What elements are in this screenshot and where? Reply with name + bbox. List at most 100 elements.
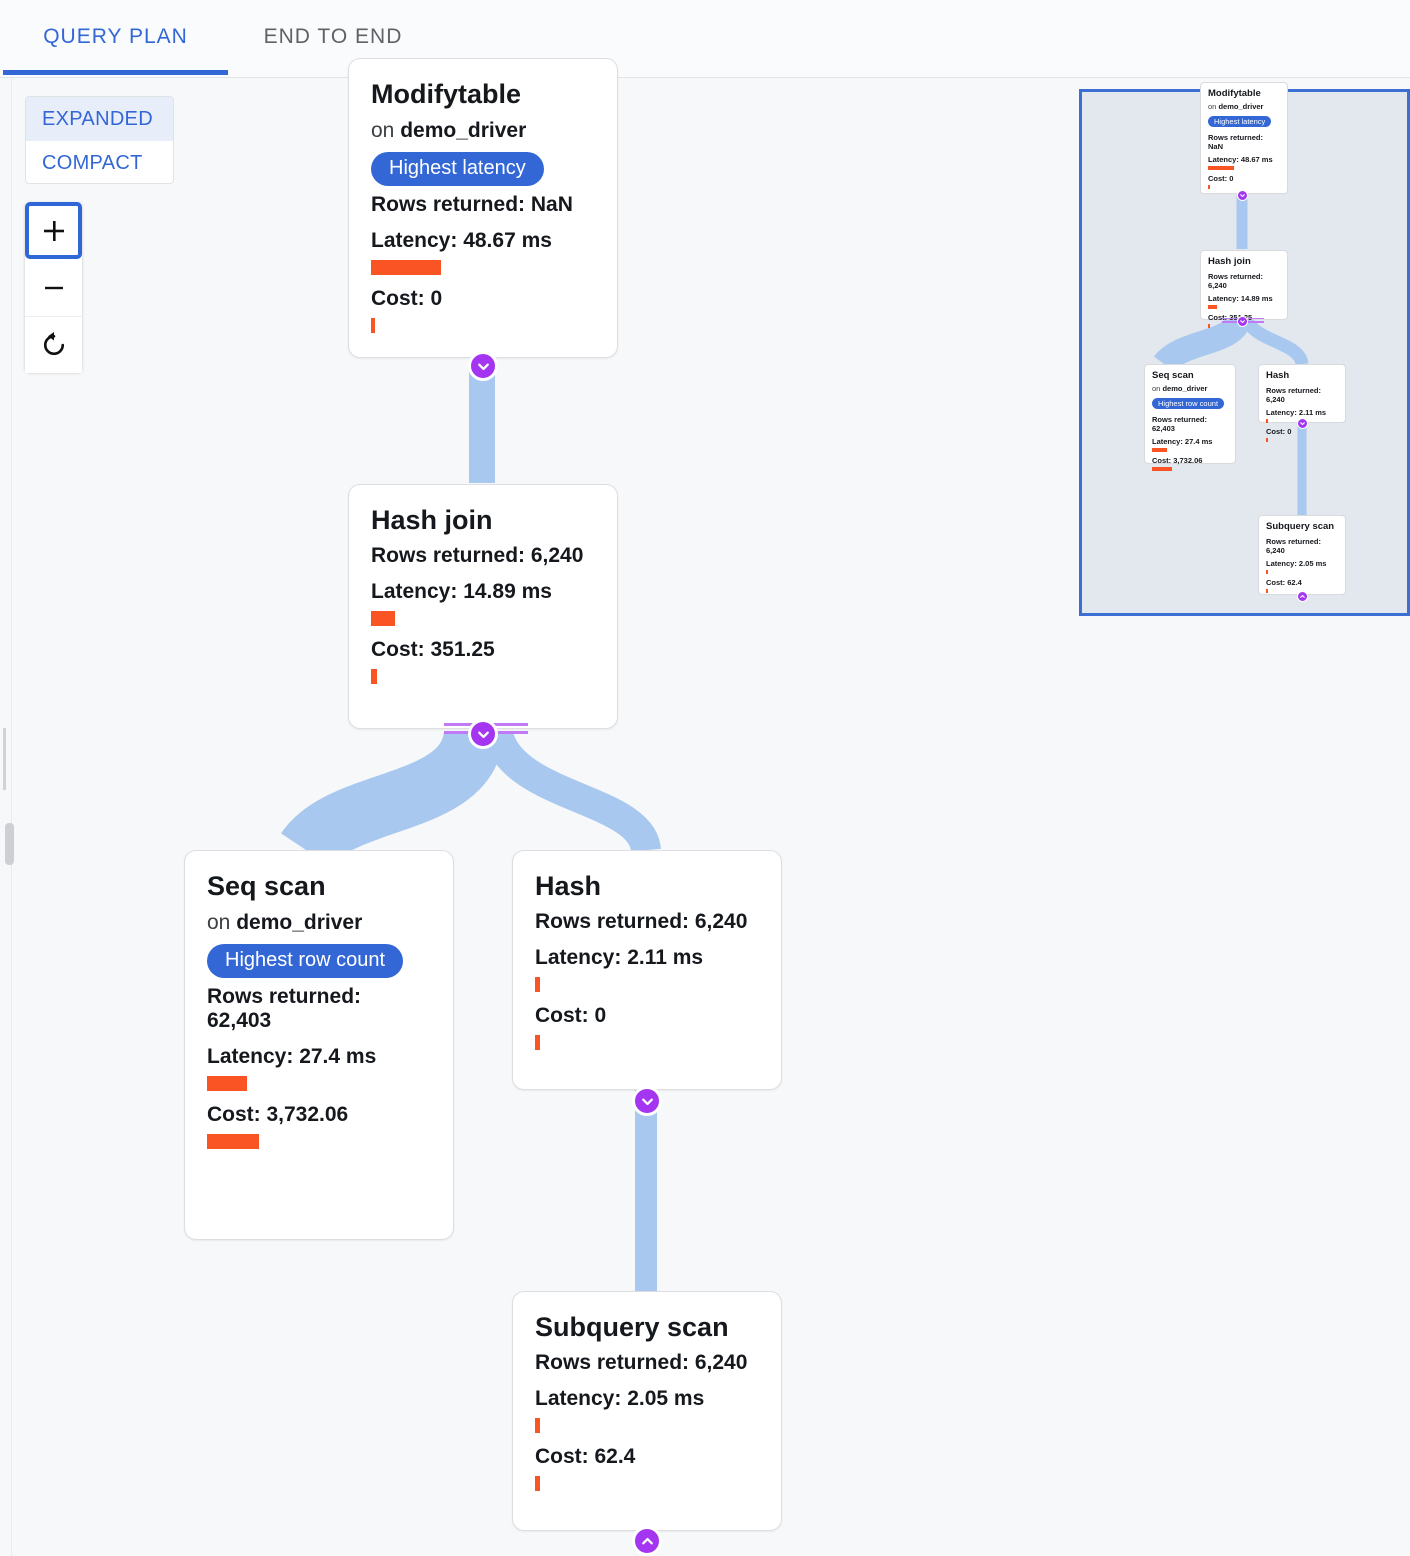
node-title: Seq scan	[1152, 370, 1194, 381]
plan-node-hash-join[interactable]: Hash join Rows returned: 6,240 Latency: …	[348, 484, 618, 729]
node-rows: Rows returned: 6,240	[535, 1350, 748, 1374]
plan-node-subquery-scan[interactable]: Subquery scan Rows returned: 6,240 Laten…	[512, 1291, 782, 1531]
node-title: Hash	[1266, 370, 1290, 381]
node-title: Hash join	[1208, 256, 1251, 267]
node-latency: Latency: 2.05 ms	[535, 1386, 705, 1410]
panel-resize-handle[interactable]	[5, 823, 14, 865]
node-latency: Latency: 14.89 ms	[1208, 293, 1273, 303]
plan-node-seq-scan[interactable]: Seq scan on demo_driver Highest row coun…	[184, 850, 454, 1240]
node-relation: on demo_driver	[1208, 102, 1280, 111]
node-rows: Rows returned: 62,403	[207, 984, 362, 1032]
node-cost: Cost: 0	[1266, 426, 1292, 436]
minimap-collapse-toggle-hash-join[interactable]	[1237, 316, 1248, 327]
zoom-out-button[interactable]	[25, 259, 82, 316]
tab-end-to-end[interactable]: END TO END	[228, 0, 438, 74]
chevron-down-icon	[1240, 194, 1245, 198]
node-cost-bar	[1208, 184, 1210, 189]
minimap-node-seq-scan[interactable]: Seq scan on demo_driver Highest row coun…	[1144, 364, 1236, 471]
node-cost: Cost: 0	[1208, 173, 1234, 183]
chevron-down-icon	[641, 1098, 653, 1105]
node-latency-bar	[371, 610, 395, 626]
node-latency: Latency: 48.67 ms	[1208, 154, 1273, 164]
active-tab-indicator	[3, 70, 228, 75]
node-cost: Cost: 351.25	[371, 637, 495, 661]
node-title: Modifytable	[1208, 88, 1261, 99]
collapse-toggle-hash[interactable]	[632, 1086, 662, 1116]
node-cost: Cost: 3,732.06	[1152, 455, 1203, 465]
minimap-node-hash[interactable]: Hash Rows returned: 6,240 Latency: 2.11 …	[1258, 364, 1346, 442]
node-relation-prefix: on	[1208, 101, 1219, 111]
node-latency-bar	[1266, 418, 1268, 423]
plan-node-hash[interactable]: Hash Rows returned: 6,240 Latency: 2.11 …	[512, 850, 782, 1090]
view-mode-toggle: EXPANDED COMPACT	[25, 96, 174, 184]
tab-end-to-end-label: END TO END	[263, 25, 403, 48]
node-latency: Latency: 27.4 ms	[1152, 436, 1213, 446]
node-cost-bar	[1152, 466, 1172, 471]
edge-hashjoin-hash	[483, 729, 661, 854]
plan-node-modifytable[interactable]: Modifytable on demo_driver Highest laten…	[348, 58, 618, 358]
minimap-collapse-toggle-modifytable[interactable]	[1237, 190, 1248, 201]
node-relation-name: demo_driver	[1218, 101, 1264, 111]
node-rows: Rows returned: 6,240	[535, 909, 748, 933]
node-cost-bar	[535, 1475, 540, 1491]
minimap-node-hash-join[interactable]: Hash join Rows returned: 6,240 Latency: …	[1200, 250, 1288, 328]
node-latency: Latency: 27.4 ms	[207, 1044, 377, 1068]
view-mode-expanded-button[interactable]: EXPANDED	[26, 97, 173, 141]
node-relation-name: demo_driver	[1162, 383, 1208, 393]
reset-icon	[43, 332, 64, 356]
node-latency-bar	[207, 1075, 247, 1091]
graph-edges	[281, 361, 661, 1298]
node-latency-bar	[1152, 447, 1167, 452]
node-latency-bar	[371, 259, 441, 275]
node-relation-prefix: on	[1152, 383, 1163, 393]
minus-icon	[44, 286, 63, 289]
graph-canvas[interactable]: Modifytable on demo_driver Highest laten…	[12, 58, 1410, 1556]
node-latency-bar	[535, 976, 540, 992]
zoom-controls	[25, 202, 82, 373]
node-relation-name: demo_driver	[236, 910, 363, 934]
minimap-collapse-toggle-hash[interactable]	[1297, 418, 1308, 429]
node-relation: on demo_driver	[371, 119, 595, 143]
node-rows: Rows returned: 62,403	[1152, 414, 1208, 433]
collapse-toggle-modifytable[interactable]	[468, 351, 498, 381]
view-mode-compact-button[interactable]: COMPACT	[26, 141, 173, 183]
node-latency: Latency: 48.67 ms	[371, 228, 552, 252]
tab-query-plan-label: QUERY PLAN	[43, 25, 188, 48]
node-cost: Cost: 0	[535, 1003, 607, 1027]
rail-mark	[3, 728, 6, 790]
node-latency-bar	[1208, 304, 1217, 309]
node-relation: on demo_driver	[1152, 384, 1228, 393]
minimap-node-modifytable[interactable]: Modifytable on demo_driver Highest laten…	[1200, 82, 1288, 194]
minimap[interactable]: Modifytable on demo_driver Highest laten…	[1079, 82, 1410, 616]
zoom-reset-button[interactable]	[25, 316, 82, 373]
zoom-in-button[interactable]	[25, 202, 82, 259]
chevron-down-icon	[477, 731, 489, 738]
node-cost: Cost: 3,732.06	[207, 1102, 349, 1126]
minimap-viewport[interactable]: Modifytable on demo_driver Highest laten…	[1082, 82, 1407, 613]
node-cost: Cost: 0	[371, 286, 443, 310]
chevron-down-icon	[1240, 320, 1245, 324]
node-relation: on demo_driver	[207, 911, 431, 935]
tab-query-plan[interactable]: QUERY PLAN	[3, 0, 228, 74]
node-latency: Latency: 14.89 ms	[371, 579, 552, 603]
minimap-node-subquery-scan[interactable]: Subquery scan Rows returned: 6,240 Laten…	[1258, 515, 1346, 595]
node-relation-name: demo_driver	[400, 118, 527, 142]
collapse-toggle-subquery-scan[interactable]	[632, 1526, 662, 1556]
node-title: Modifytable	[371, 79, 522, 109]
node-title: Subquery scan	[1266, 521, 1335, 532]
node-latency-bar	[1266, 569, 1268, 574]
node-rows: Rows returned: 6,240	[1266, 385, 1322, 404]
view-mode-expanded-label: EXPANDED	[42, 107, 153, 130]
status-badge: Highest row count	[207, 943, 404, 978]
node-relation-prefix: on	[371, 118, 401, 142]
node-latency: Latency: 2.11 ms	[1266, 407, 1327, 417]
view-mode-compact-label: COMPACT	[42, 151, 143, 174]
node-title: Hash	[535, 871, 602, 901]
minimap-edges	[1154, 195, 1309, 522]
minimap-collapse-toggle-subquery-scan[interactable]	[1297, 591, 1308, 602]
node-rows: Rows returned: 6,240	[1208, 271, 1264, 290]
multi-child-lines-right	[490, 723, 528, 739]
collapse-toggle-hash-join[interactable]	[468, 719, 498, 749]
plus-icon	[43, 220, 64, 241]
status-badge: Highest row count	[1152, 397, 1225, 409]
